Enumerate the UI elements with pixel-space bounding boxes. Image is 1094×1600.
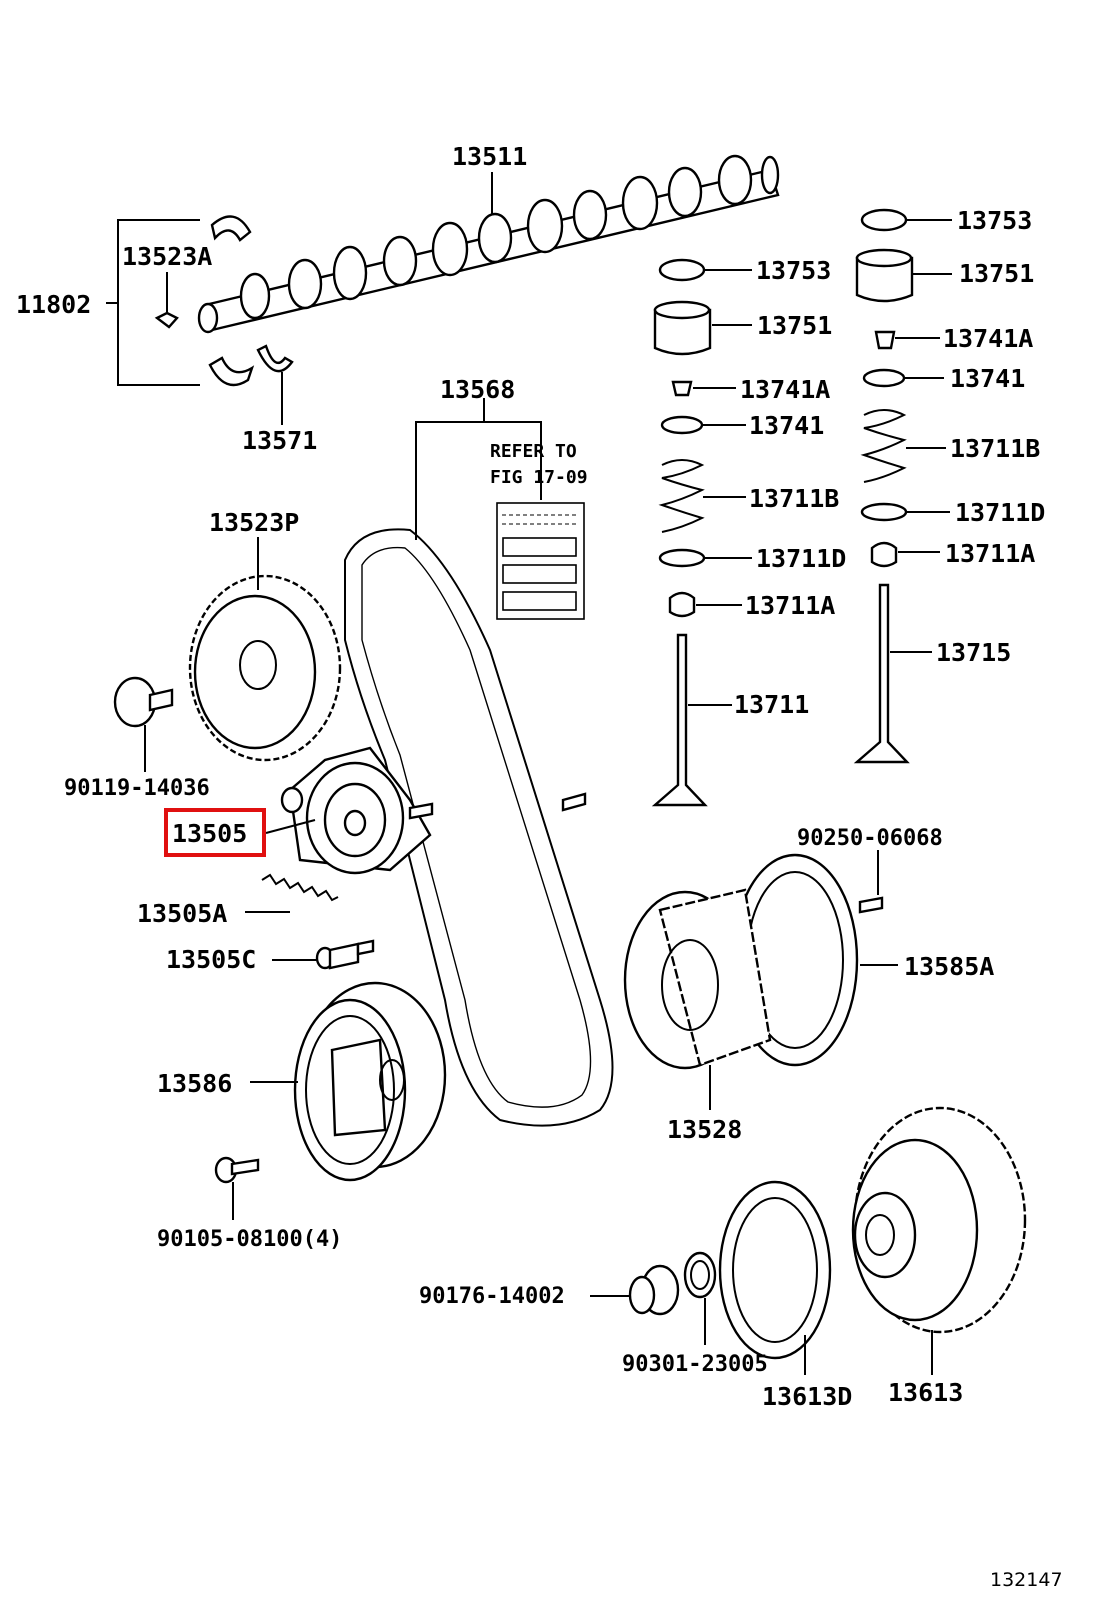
- washer: [628, 1264, 680, 1316]
- crankshaft-seal: [718, 1180, 832, 1360]
- label-13523P[interactable]: 13523P: [209, 508, 299, 537]
- label-13753-left[interactable]: 13753: [756, 256, 831, 285]
- tensioner-pin: [315, 939, 375, 970]
- pulley-bolt: [113, 676, 174, 728]
- label-90105-08100[interactable]: 90105-08100(4): [157, 1227, 342, 1252]
- timing-belt-tensioner: [280, 746, 434, 875]
- label-13568[interactable]: 13568: [440, 375, 515, 404]
- label-13711D-left[interactable]: 13711D: [756, 544, 846, 573]
- label-13753-right[interactable]: 13753: [957, 206, 1032, 235]
- label-90250-06068[interactable]: 90250-06068: [797, 826, 943, 851]
- label-13528[interactable]: 13528: [667, 1115, 742, 1144]
- label-13711A-right[interactable]: 13711A: [945, 539, 1035, 568]
- highlight-box: [164, 808, 266, 857]
- label-90119-14036[interactable]: 90119-14036: [64, 776, 210, 801]
- label-11802[interactable]: 11802: [16, 290, 91, 319]
- label-13613D[interactable]: 13613D: [762, 1382, 852, 1411]
- label-13751-right[interactable]: 13751: [959, 259, 1034, 288]
- refer-line-1: REFER TO: [490, 441, 577, 462]
- bearing-shells: [154, 215, 294, 387]
- figure-number: 132147: [990, 1569, 1063, 1591]
- label-90176-14002[interactable]: 90176-14002: [419, 1284, 565, 1309]
- part-labels: 13511 13523A 11802 13571 13568 13523P 90…: [16, 142, 1063, 1591]
- label-13751-left[interactable]: 13751: [757, 311, 832, 340]
- crankshaft-timing-pulley: [623, 853, 859, 1070]
- label-90301-23005[interactable]: 90301-23005: [622, 1352, 768, 1377]
- pulley-bolt-small: [214, 1156, 260, 1184]
- label-13711D-right[interactable]: 13711D: [955, 498, 1045, 527]
- label-13715[interactable]: 13715: [936, 638, 1011, 667]
- refer-line-2: FIG 17-09: [490, 467, 588, 488]
- valve-train-right: [853, 208, 914, 764]
- camshaft: [197, 154, 780, 334]
- label-13505[interactable]: 13505: [172, 819, 247, 848]
- label-13741A-right[interactable]: 13741A: [943, 324, 1033, 353]
- tensioner-spring: [261, 873, 339, 902]
- label-13711A-left[interactable]: 13711A: [745, 591, 835, 620]
- dowel-pin: [561, 792, 587, 812]
- label-13741-right[interactable]: 13741: [950, 364, 1025, 393]
- crankshaft-pulley: [851, 1106, 1027, 1334]
- label-13585A[interactable]: 13585A: [904, 952, 994, 981]
- refer-to-figure-note: REFER TO FIG 17-09: [490, 441, 588, 620]
- label-13613[interactable]: 13613: [888, 1378, 963, 1407]
- camshaft-timing-pulley: [188, 574, 342, 762]
- crank-pin: [858, 896, 884, 914]
- label-13741-left[interactable]: 13741: [749, 411, 824, 440]
- label-13711[interactable]: 13711: [734, 690, 809, 719]
- label-13505A[interactable]: 13505A: [137, 899, 227, 928]
- valve-train-left: [651, 258, 712, 807]
- label-13571[interactable]: 13571: [242, 426, 317, 455]
- label-13711B-left[interactable]: 13711B: [749, 484, 839, 513]
- label-13741A-left[interactable]: 13741A: [740, 375, 830, 404]
- idler-pulley: [293, 981, 447, 1182]
- oil-seal: [683, 1251, 717, 1299]
- label-13523A[interactable]: 13523A: [122, 242, 212, 271]
- label-13711B-right[interactable]: 13711B: [950, 434, 1040, 463]
- label-13505C[interactable]: 13505C: [166, 945, 256, 974]
- label-13511[interactable]: 13511: [452, 142, 527, 171]
- label-13586[interactable]: 13586: [157, 1069, 232, 1098]
